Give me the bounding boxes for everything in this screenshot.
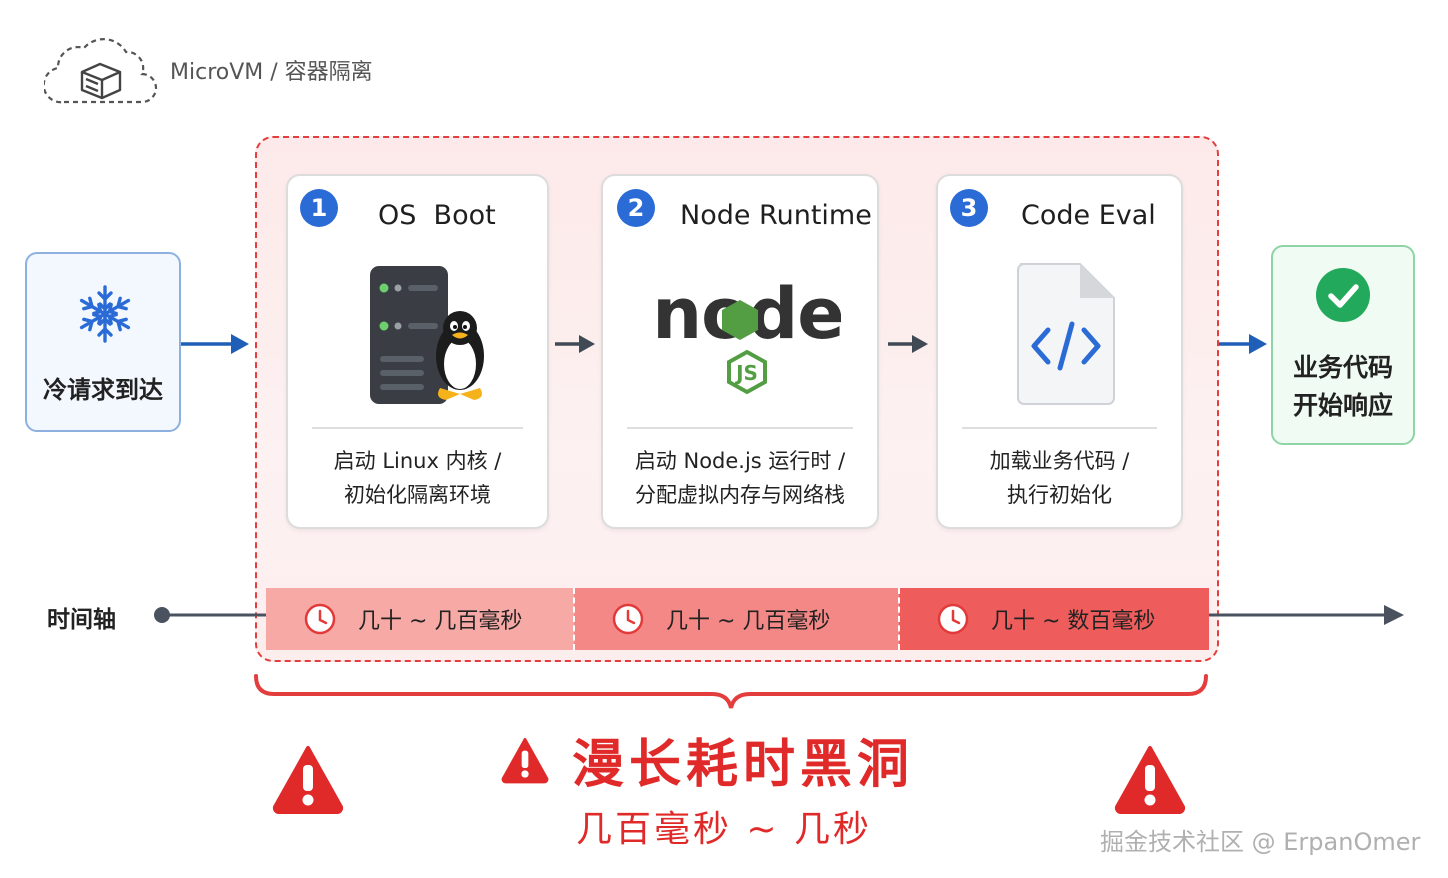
cold-request-label: 冷请求到达 <box>43 376 163 404</box>
step-description: 加载业务代码 / 执行初始化 <box>938 444 1181 512</box>
brace-bracket <box>254 674 1208 709</box>
warning-triangle-icon <box>1114 746 1186 814</box>
segment-duration: 几十 ~ 几百毫秒 <box>666 609 831 634</box>
step-description: 启动 Linux 内核 / 初始化隔离环境 <box>288 444 547 512</box>
svg-text:JS: JS <box>734 361 758 385</box>
step-description-line: 分配虚拟内存与网络栈 <box>635 483 845 507</box>
step-description-line: 执行初始化 <box>1007 483 1112 507</box>
step-card-code-eval: 3 Code Eval 加载业务代码 / 执行初始化 <box>936 174 1183 529</box>
step-card-os-boot: 1 OS Boot 启动 Linux 内核 / 初始化隔离环境 <box>286 174 549 529</box>
check-circle-icon <box>1316 268 1370 322</box>
code-file-icon <box>1017 263 1115 405</box>
watermark: 掘金技术社区 @ ErpanOmer <box>1100 828 1421 856</box>
step-description-line: 加载业务代码 / <box>989 449 1130 473</box>
step-title: Node Runtime <box>680 200 872 231</box>
segment-duration: 几十 ~ 数百毫秒 <box>991 609 1156 634</box>
clock-icon <box>937 603 969 635</box>
step-card-node-runtime: 2 Node Runtime node JS 启动 Node.js 运行时 / … <box>601 174 879 529</box>
segment-duration: 几十 ~ 几百毫秒 <box>358 609 523 634</box>
timeline-axis <box>154 607 270 623</box>
step-description: 启动 Node.js 运行时 / 分配虚拟内存与网络栈 <box>603 444 877 512</box>
result-box: 业务代码 开始响应 <box>1271 245 1415 445</box>
nodejs-logo: node JS <box>655 273 841 395</box>
card-divider <box>312 427 523 429</box>
timeline-segment-node-runtime: 几十 ~ 几百毫秒 <box>574 588 899 650</box>
result-label-line: 开始响应 <box>1292 391 1393 420</box>
cold-request-box: 冷请求到达 <box>25 252 181 432</box>
arrow-step2-to-step3 <box>888 335 928 353</box>
header-label: MicroVM / 容器隔离 <box>170 60 373 85</box>
timeline-arrow-end <box>1208 605 1404 625</box>
clock-icon <box>304 603 336 635</box>
result-label-line: 业务代码 <box>1292 353 1393 382</box>
arrow-zone-to-result <box>1219 334 1267 354</box>
timeline-segment-os-boot: 几十 ~ 几百毫秒 <box>266 588 574 650</box>
step-title: Code Eval <box>1021 200 1156 231</box>
snowflake-icon <box>77 285 133 343</box>
clock-icon <box>612 603 644 635</box>
result-label: 业务代码 开始响应 <box>1273 349 1413 425</box>
segment-divider <box>898 588 900 650</box>
step-badge: 3 <box>950 189 988 227</box>
arrow-step1-to-step2 <box>555 335 595 353</box>
warning-triangle-icon <box>272 746 344 814</box>
step-badge: 2 <box>617 189 655 227</box>
cloud-server-icon <box>44 38 158 104</box>
warning-title-text: 漫长耗时黑洞 <box>572 735 915 795</box>
segment-divider <box>573 588 575 650</box>
warning-triangle-icon <box>501 737 549 783</box>
step-description-line: 启动 Linux 内核 / <box>333 449 502 473</box>
linux-server-icon <box>370 266 484 404</box>
step-title: OS Boot <box>378 200 496 231</box>
arrow-cold-to-zone <box>181 334 249 354</box>
timeline-segment-code-eval: 几十 ~ 数百毫秒 <box>899 588 1209 650</box>
step-description-line: 初始化隔离环境 <box>344 483 491 507</box>
card-divider <box>627 427 853 429</box>
step-description-line: 启动 Node.js 运行时 / <box>634 449 846 473</box>
step-badge: 1 <box>300 189 338 227</box>
timeline-label: 时间轴 <box>47 607 116 633</box>
card-divider <box>962 427 1157 429</box>
warning-subtitle: 几百毫秒 ~ 几秒 <box>575 809 873 850</box>
warning-title: 漫长耗时黑洞 <box>500 722 914 797</box>
